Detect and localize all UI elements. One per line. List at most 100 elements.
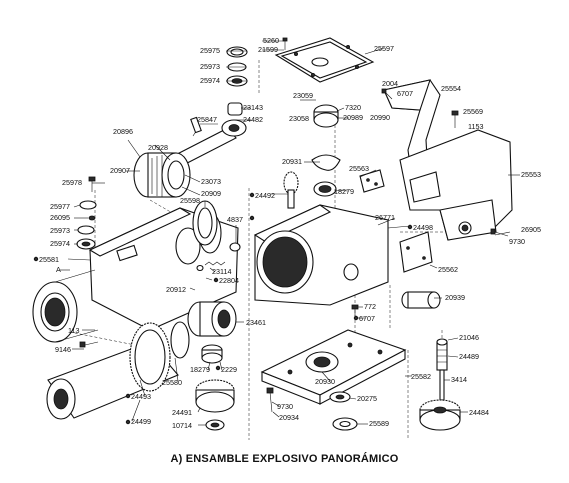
label-23461: 23461	[246, 318, 266, 327]
gearbox-housing	[253, 204, 389, 306]
label-20989: 20989	[343, 113, 363, 122]
plate-25563	[359, 169, 385, 193]
large-gear-24493	[129, 322, 171, 392]
label-24491: 24491	[172, 408, 192, 417]
label-20931: 20931	[282, 157, 302, 166]
label-18279-top: 18279	[334, 187, 354, 196]
label-24492: 24492	[255, 191, 275, 200]
figure-caption: A) ENSAMBLE EXPLOSIVO PANORÁMICO	[170, 453, 399, 465]
bracket-25553	[399, 129, 513, 241]
pin-25978	[88, 176, 96, 192]
label-18279-bottom: 18279	[190, 365, 210, 374]
label-A: A	[56, 265, 61, 274]
label-10714: 10714	[172, 421, 192, 430]
leader-lines	[60, 40, 520, 426]
label-20939: 20939	[445, 293, 465, 302]
label-25563: 25563	[349, 164, 369, 173]
label-26771: 26771	[375, 213, 395, 222]
label-24484: 24484	[469, 408, 489, 417]
shaft-24492	[283, 171, 299, 209]
end-collar	[32, 269, 99, 343]
label-25973-left: 25973	[50, 226, 70, 235]
label-772: 772	[364, 302, 376, 311]
label-25582: 25582	[411, 372, 431, 381]
label-20934: 20934	[279, 413, 299, 422]
label-20912: 20912	[166, 285, 186, 294]
label-6707-top: 6707	[397, 89, 413, 98]
label-26095: 26095	[50, 213, 70, 222]
label-20930: 20930	[315, 377, 335, 386]
label-23058: 23058	[289, 114, 309, 123]
label-25598: 25598	[180, 196, 200, 205]
label-5260: 5260	[263, 36, 279, 45]
label-24482: 24482	[243, 115, 263, 124]
label-3414: 3414	[451, 375, 467, 384]
clip-20931	[311, 154, 341, 171]
label-9146: 9146	[55, 345, 71, 354]
label-20896: 20896	[113, 127, 133, 136]
plate-25562	[399, 231, 433, 273]
label-25974-left: 25974	[50, 239, 70, 248]
label-20275: 20275	[357, 394, 377, 403]
label-25974-top: 25974	[200, 76, 220, 85]
callout-dots	[33, 192, 413, 425]
label-23114: 23114	[212, 267, 231, 276]
label-24489: 24489	[459, 352, 479, 361]
piston-cylinder	[133, 152, 191, 198]
label-20928: 20928	[148, 143, 168, 152]
label-24493: 24493	[131, 392, 151, 401]
label-25978: 25978	[62, 178, 82, 187]
label-25554: 25554	[441, 84, 461, 93]
top-cover-plate	[274, 37, 375, 83]
label-23073: 23073	[201, 177, 221, 186]
label-2229: 2229	[221, 365, 237, 374]
label-25589: 25589	[369, 419, 389, 428]
label-25553: 25553	[521, 170, 541, 179]
label-113: 113	[68, 326, 79, 335]
ring-25580	[170, 321, 190, 359]
label-23143: 23143	[243, 103, 263, 112]
label-25847: 25847	[197, 115, 217, 124]
base-plate	[260, 329, 407, 405]
label-9730-bottom: 9730	[277, 402, 293, 411]
part-number-labels: 5260 21599 25975 25597 25973 25974 2004 …	[39, 36, 541, 430]
label-21046: 21046	[459, 333, 479, 342]
cap-23058	[313, 104, 339, 128]
screw-9146	[79, 341, 99, 348]
screw-25569	[451, 110, 459, 128]
bolt-2004	[381, 88, 393, 100]
label-9730-right: 9730	[509, 237, 525, 246]
label-7320: 7320	[345, 103, 361, 112]
label-25973-top: 25973	[200, 62, 220, 71]
label-23059: 23059	[293, 91, 313, 100]
bushing-23461	[187, 301, 237, 337]
label-22804: 22804	[219, 276, 239, 285]
label-20907: 20907	[110, 166, 130, 175]
screw-5260	[282, 37, 288, 50]
bolt-9730	[266, 387, 274, 413]
label-2004: 2004	[382, 79, 398, 88]
spring-and-cap	[196, 242, 241, 272]
bearing-18279-top	[313, 181, 337, 197]
label-4837: 4837	[227, 215, 243, 224]
washer-25589	[332, 417, 358, 431]
label-25977: 25977	[50, 202, 70, 211]
gear-stack-lower	[195, 344, 235, 431]
label-20990: 20990	[370, 113, 390, 122]
label-6707-mid: 6707	[359, 314, 375, 323]
label-24499: 24499	[131, 417, 151, 426]
label-25580: 25580	[162, 378, 182, 387]
label-26905: 26905	[521, 225, 541, 234]
label-25597: 25597	[374, 44, 394, 53]
gear-24484	[419, 399, 461, 431]
label-21599: 21599	[258, 45, 278, 54]
seal-ring-25598	[192, 200, 218, 246]
ring-set-left	[76, 200, 97, 250]
screw-26905	[490, 228, 509, 237]
label-20909: 20909	[201, 189, 221, 198]
washer-20275	[329, 391, 351, 403]
vertical-shaft	[436, 338, 448, 401]
label-25569: 25569	[463, 107, 483, 116]
label-25562: 25562	[438, 265, 458, 274]
